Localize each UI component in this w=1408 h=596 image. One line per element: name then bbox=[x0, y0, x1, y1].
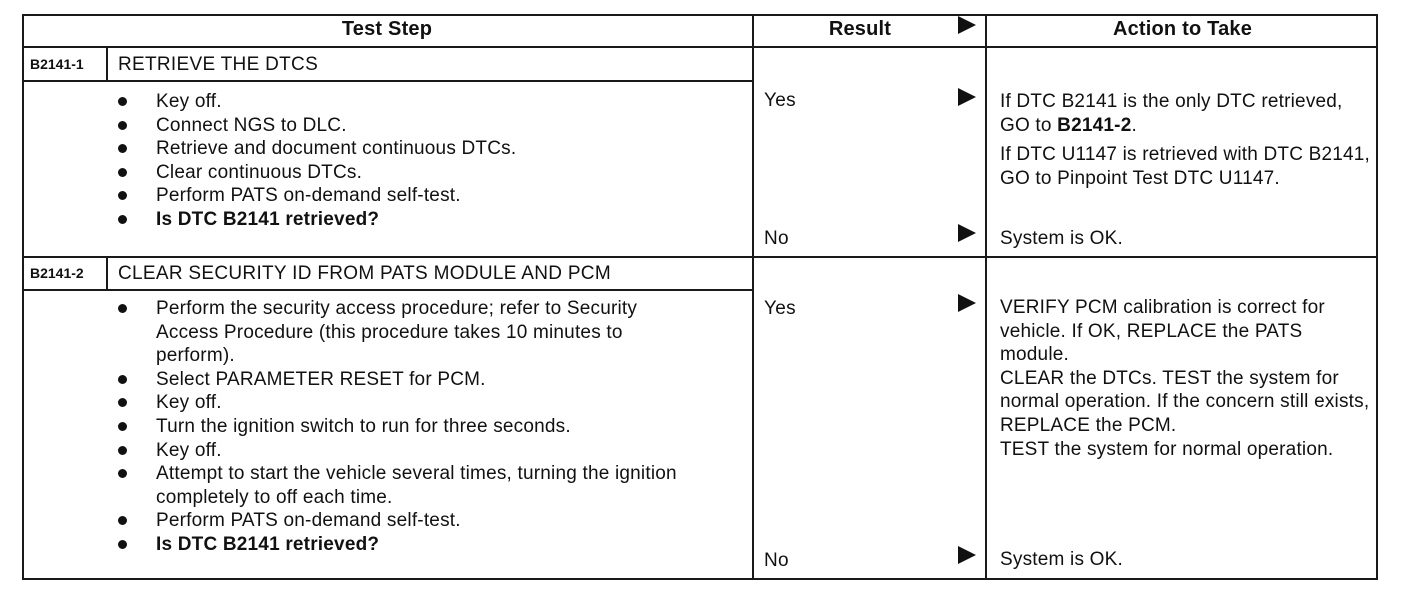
step2-title: CLEAR SECURITY ID FROM PATS MODULE AND P… bbox=[118, 263, 611, 284]
step1-yes-label: Yes bbox=[764, 90, 796, 111]
step2-question: Is DTC B2141 retrieved? bbox=[118, 533, 698, 557]
list-item: Attempt to start the vehicle several tim… bbox=[118, 462, 698, 509]
step2-no-arrow-icon bbox=[958, 546, 976, 564]
step2-bullet-list: Perform the security access procedure; r… bbox=[118, 297, 698, 557]
list-item: Retrieve and document continuous DTCs. bbox=[118, 137, 718, 161]
step1-bullet-list: Key off. Connect NGS to DLC. Retrieve an… bbox=[118, 90, 718, 232]
step-ref: B2141-2 bbox=[1057, 114, 1132, 136]
header-action: Action to Take bbox=[1112, 18, 1253, 40]
step1-yes-action-text-1: If DTC B2141 is the only DTC retrieved, … bbox=[1000, 91, 1343, 136]
header-rule bbox=[22, 46, 1378, 48]
step1-no-action: System is OK. bbox=[1000, 228, 1123, 249]
step2-yes-label: Yes bbox=[764, 298, 796, 319]
header-arrow-icon bbox=[958, 16, 976, 34]
step2-yes-arrow-icon bbox=[958, 294, 976, 312]
header-test-step: Test Step bbox=[341, 18, 433, 40]
list-item: Perform PATS on-demand self-test. bbox=[118, 509, 698, 533]
step2-yes-action: VERIFY PCM calibration is correct for ve… bbox=[1000, 296, 1374, 461]
step1-no-label: No bbox=[764, 228, 789, 249]
step2-id-divider bbox=[106, 256, 108, 290]
step2-yes-action-text-1: VERIFY PCM calibration is correct for ve… bbox=[1000, 297, 1325, 366]
col-divider-result-action bbox=[985, 14, 987, 580]
step1-title-rule bbox=[22, 80, 753, 82]
step1-question: Is DTC B2141 retrieved? bbox=[118, 208, 718, 232]
list-item: Key off. bbox=[118, 90, 718, 114]
list-item: Connect NGS to DLC. bbox=[118, 114, 718, 138]
table-frame bbox=[22, 14, 1378, 580]
step2-no-action: System is OK. bbox=[1000, 549, 1123, 570]
step1-title: RETRIEVE THE DTCS bbox=[118, 54, 319, 75]
step1-no-arrow-icon bbox=[958, 224, 976, 242]
header-result: Result bbox=[828, 18, 892, 40]
list-item: Clear continuous DTCs. bbox=[118, 161, 718, 185]
list-item: Perform PATS on-demand self-test. bbox=[118, 184, 718, 208]
list-item: Turn the ignition switch to run for thre… bbox=[118, 415, 698, 439]
step1-id-divider bbox=[106, 46, 108, 81]
col-divider-step-result bbox=[752, 14, 754, 580]
step2-no-label: No bbox=[764, 550, 789, 571]
step2-id: B2141-2 bbox=[30, 265, 84, 281]
list-item: Key off. bbox=[118, 391, 698, 415]
step1-yes-action: If DTC B2141 is the only DTC retrieved, … bbox=[1000, 90, 1372, 190]
step2-title-rule bbox=[22, 289, 753, 291]
step1-id: B2141-1 bbox=[30, 56, 84, 72]
list-item: Key off. bbox=[118, 439, 698, 463]
step1-yes-arrow-icon bbox=[958, 88, 976, 106]
step-separator-rule bbox=[22, 256, 1378, 258]
step1-yes-action-text-2: If DTC U1147 is retrieved with DTC B2141… bbox=[1000, 144, 1371, 189]
step2-yes-action-text-3: TEST the system for normal operation. bbox=[1000, 438, 1334, 460]
list-item: Select PARAMETER RESET for PCM. bbox=[118, 368, 698, 392]
list-item: Perform the security access procedure; r… bbox=[118, 297, 698, 368]
step2-yes-action-text-2: CLEAR the DTCs. TEST the system for norm… bbox=[1000, 367, 1370, 436]
